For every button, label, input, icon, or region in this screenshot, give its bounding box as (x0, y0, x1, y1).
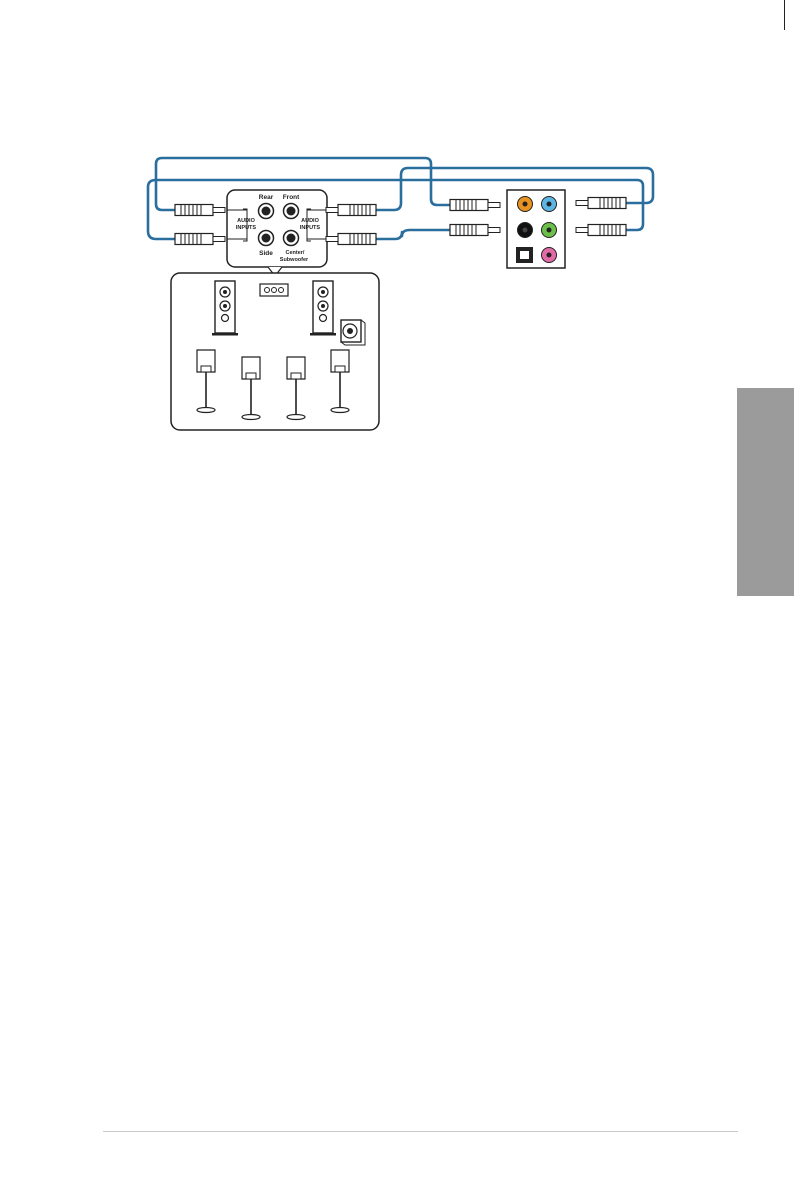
cable-group (148, 158, 653, 239)
speaker-system (171, 273, 379, 430)
label-center: Center/ (286, 250, 305, 256)
front-left-tower-speaker (212, 281, 238, 336)
label-side: Side (259, 250, 273, 257)
label-audio-inputs-left-2: INPUTS (236, 225, 257, 231)
label-audio-inputs-right-2: INPUTS (300, 225, 321, 231)
label-audio-inputs-left-1: AUDIO (237, 218, 255, 224)
cable-center-subwoofer (376, 230, 450, 239)
motherboard-audio-io-panel (507, 190, 565, 268)
label-front: Front (283, 194, 300, 201)
receiver-audio-input-panel: Rear Front Side Center/ Subwoofer AUDIO … (227, 190, 327, 276)
label-subwoofer: Subwoofer (280, 257, 309, 263)
label-audio-inputs-right-1: AUDIO (301, 218, 319, 224)
amplifier-connector (260, 284, 288, 296)
label-rear: Rear (259, 194, 274, 201)
subwoofer-speaker (341, 320, 365, 345)
front-right-tower-speaker (310, 281, 336, 336)
